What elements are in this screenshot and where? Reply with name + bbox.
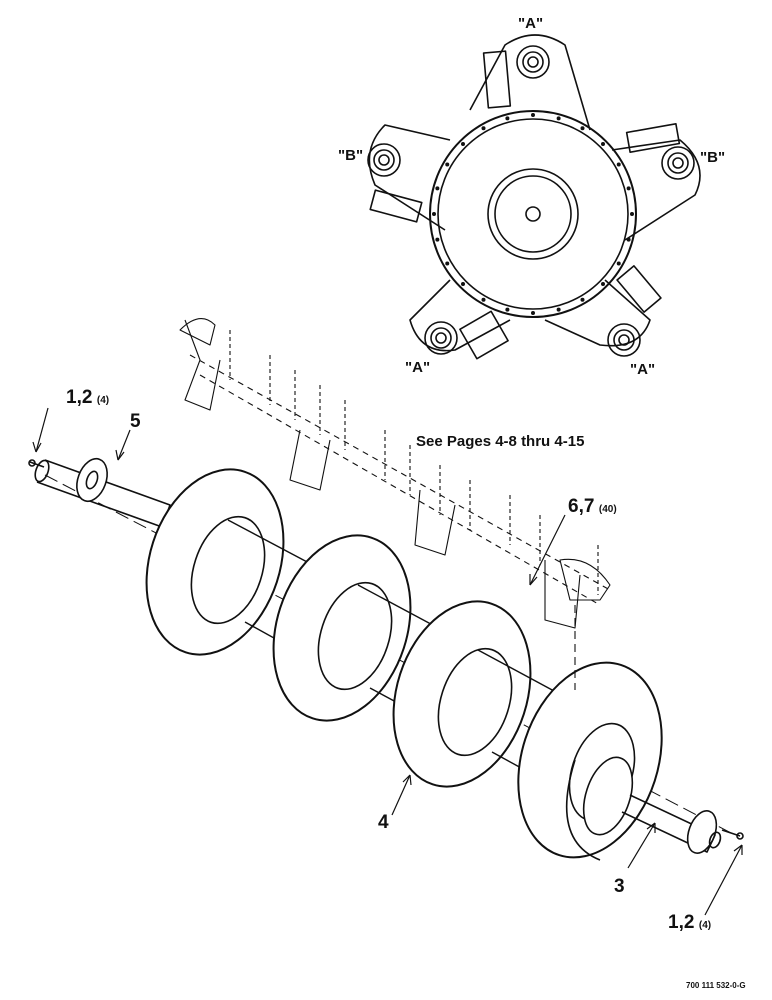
callout-item-3: 3 [614,876,625,897]
bolt-hole [435,237,440,242]
tine-group-3 [409,445,471,530]
callout-qty: (4) [96,395,110,406]
callout-item-4: 4 [378,812,389,833]
callout-item-1-2-right: 1,2 (4) [668,913,711,932]
spider-arm-right [611,139,701,241]
end-disc-outer [429,110,637,318]
bracket-left [179,318,216,346]
callout-qty: (40) [598,504,617,515]
bolt-hole [445,261,450,266]
callout-item-6-7: 6,7 (40) [568,497,617,516]
drawing-number: 700 111 532-0-G [686,981,746,990]
bolt-hole [601,282,606,287]
hub-label-bottom-left: "A" [405,359,431,376]
bolt-hole [616,261,621,266]
end-disc-rim [437,118,629,310]
callout-number: 1,2 [668,912,695,933]
hub-label-bottom-right: "A" [630,361,656,378]
end-disc-hub-inner [494,175,572,253]
bolt-hole [616,162,621,167]
end-disc-hub [487,168,579,260]
bolt-hole [505,116,510,121]
bolt-hole [630,212,634,216]
bolt-hole [626,186,631,191]
reel-end-disc [517,661,663,861]
hub-label-top: "A" [518,15,544,32]
callout-number: 1,2 [66,387,93,408]
bolt-hole [580,126,585,131]
tine-group-1 [229,330,296,420]
hub-label-left: "B" [338,147,364,164]
bearing-hub-top [516,45,550,79]
bolt-right [721,829,744,840]
spider-arm-bottom-right [544,279,651,347]
stub-shaft-left [34,457,171,528]
end-disc-shaft [525,206,541,222]
tine-bar-assemblies [179,318,611,690]
bolt-hole [481,297,486,302]
bolt-hole [505,307,510,312]
spider-arm-top [469,34,591,131]
bolt-hole [556,116,561,121]
paddle-left [369,189,423,223]
paddle-bottom-left [459,310,509,360]
callout-item-1-2-left: 1,2 (4) [66,388,109,407]
bolt-left [28,459,45,468]
bolt-hole [460,282,465,287]
leader-lines [32,407,743,916]
paddle-right [625,123,681,153]
reference-note: See Pages 4-8 thru 4-15 [416,433,585,450]
bolt-hole [460,141,465,146]
reel-end-view [367,34,701,360]
reel-disc-1 [145,468,369,691]
bolt-hole [601,141,606,146]
bolt-hole [531,113,535,117]
bracket-right [559,558,611,601]
bolt-hole [432,212,436,216]
bolt-hole [556,307,561,312]
paddle-bottom-right [616,265,662,313]
bearing-hub-bottom-left [424,321,458,355]
callout-qty: (4) [698,920,712,931]
stub-shaft-right [621,794,722,854]
hub-label-right: "B" [700,149,726,166]
bearing-hub-left [367,143,401,177]
tine-group-2 [319,385,386,480]
bolt-hole [580,297,585,302]
bearing-hub-right [661,146,695,180]
bolt-hole [481,126,486,131]
bolt-hole [531,311,535,315]
tine-group-4 [509,495,599,595]
bearing-hub-bottom-right [607,323,641,357]
end-disc-bolt-ring [432,113,634,315]
reel-exploded-view [28,318,744,916]
callout-item-5: 5 [130,411,141,432]
bolt-hole [445,162,450,167]
callout-number: 6,7 [568,496,595,517]
bolt-hole [435,186,440,191]
paddle-top [482,50,512,109]
bolt-hole [626,237,631,242]
